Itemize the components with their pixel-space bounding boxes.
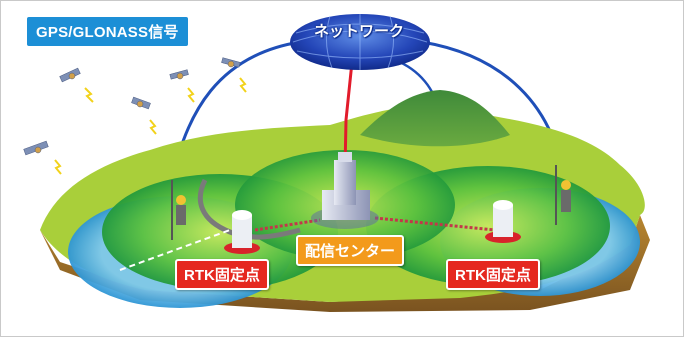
mountain (360, 90, 510, 147)
satellite-icon (23, 57, 241, 156)
rtk-station-right-dome (485, 200, 521, 243)
distribution-center-label: 配信センター (296, 235, 405, 266)
surveyor-left (171, 180, 186, 240)
surveyor-right (555, 165, 571, 225)
link-left-to-center (254, 218, 321, 232)
signal-lightning-icon (54, 77, 247, 175)
link-right-to-center (374, 216, 496, 232)
network-label: ネットワーク (313, 23, 404, 40)
rtk-station-left-label: RTK固定点 (175, 259, 269, 290)
distribution-center-building (311, 152, 379, 229)
gps-glonass-signal-title: GPS/GLONASS信号 (27, 17, 188, 46)
rtk-station-right-label: RTK固定点 (446, 259, 540, 290)
network-sphere (290, 14, 430, 70)
rtk-station-left-dome (224, 210, 260, 254)
road (197, 178, 301, 240)
